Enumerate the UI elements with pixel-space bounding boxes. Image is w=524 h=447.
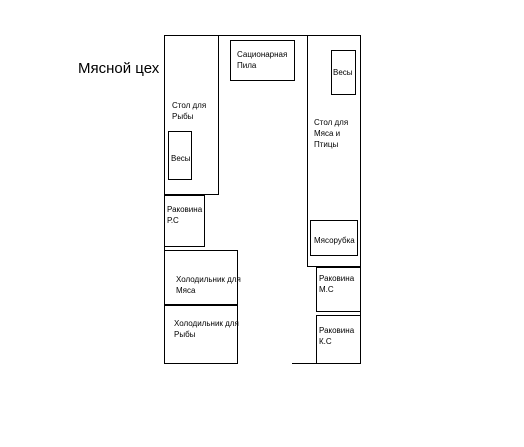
fish-scale [168,131,192,180]
meat-grinder [310,220,358,256]
diagram-title: Мясной цех [78,60,160,77]
meat-table-label: Стол для Мяса и Птицы [314,118,349,149]
fridge-meat [164,250,238,305]
sink-k-label: Раковина К.С [319,326,355,346]
meat-scale-label: Весы [333,68,353,77]
fridge-meat-label: Холодильник для Мяса [176,275,241,295]
fish-table-label: Стол для Рыбы [172,101,207,121]
sink-k [316,315,361,364]
sink-fish [164,195,205,247]
fridge-fish [164,305,238,364]
sink-meat [316,267,361,312]
meat-scale [331,50,356,95]
stationary-saw-label: Сационарная Пила [237,50,288,70]
meat-grinder-label: Мясорубка [314,236,355,245]
stationary-saw [230,40,295,81]
fish-scale-label: Весы [171,154,191,163]
sink-meat-label: Раковина М.С [319,274,355,294]
sink-fish-label: Раковина Р.С [167,205,203,225]
room-wall-top [164,35,361,36]
fridge-fish-label: Холодильник для Рыбы [174,319,239,339]
